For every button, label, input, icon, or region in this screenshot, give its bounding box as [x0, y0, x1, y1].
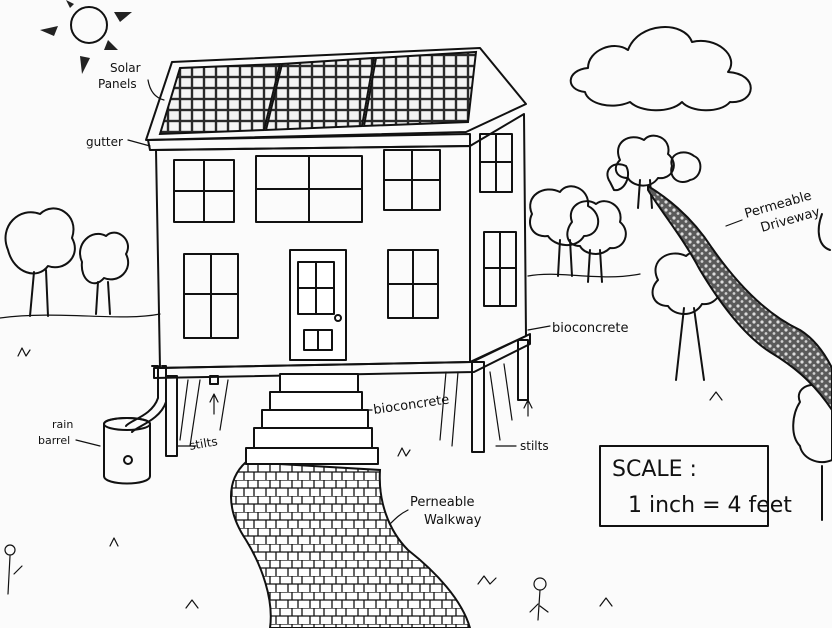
tree-icon	[529, 185, 599, 277]
tree-edge	[817, 213, 831, 251]
ground-line	[0, 273, 641, 319]
label-rain-barrel-2: barrel	[38, 434, 70, 447]
house	[147, 113, 531, 379]
stilts	[165, 339, 529, 457]
grass-marks	[17, 347, 723, 609]
sun-icon	[40, 0, 132, 74]
label-solar-panels-1: Solar	[110, 61, 141, 75]
label-bioconcrete-steps: bioconcrete	[372, 392, 450, 417]
rain-barrel	[103, 365, 167, 485]
front-door	[289, 249, 347, 361]
label-stilts-right: stilts	[520, 439, 549, 453]
label-rain-barrel-1: rain	[52, 418, 73, 431]
roof	[145, 47, 527, 141]
cloud-icon	[569, 26, 752, 112]
tree-icon	[566, 200, 627, 283]
label-stilts-left: stilts	[188, 434, 219, 453]
tree-icon	[4, 207, 76, 317]
scale-box	[599, 445, 769, 527]
label-walkway-2: Walkway	[424, 513, 482, 528]
tree-icon	[792, 383, 832, 521]
scale-value: 1 inch = 4 feet	[628, 493, 792, 518]
tree-icon	[606, 134, 702, 209]
leader-arrows	[75, 79, 743, 525]
solar-panels	[158, 50, 478, 136]
permeable-walkway	[230, 460, 472, 628]
label-solar-panels-2: Panels	[98, 77, 137, 91]
label-gutter: gutter	[86, 135, 123, 149]
label-walkway-1: Perneable	[410, 495, 475, 510]
tree-icon	[79, 231, 129, 315]
label-bioconcrete-stilt: bioconcrete	[552, 321, 628, 336]
scale-title: SCALE :	[612, 457, 697, 482]
bioconcrete-steps	[245, 373, 379, 465]
flower-icon	[4, 544, 549, 621]
